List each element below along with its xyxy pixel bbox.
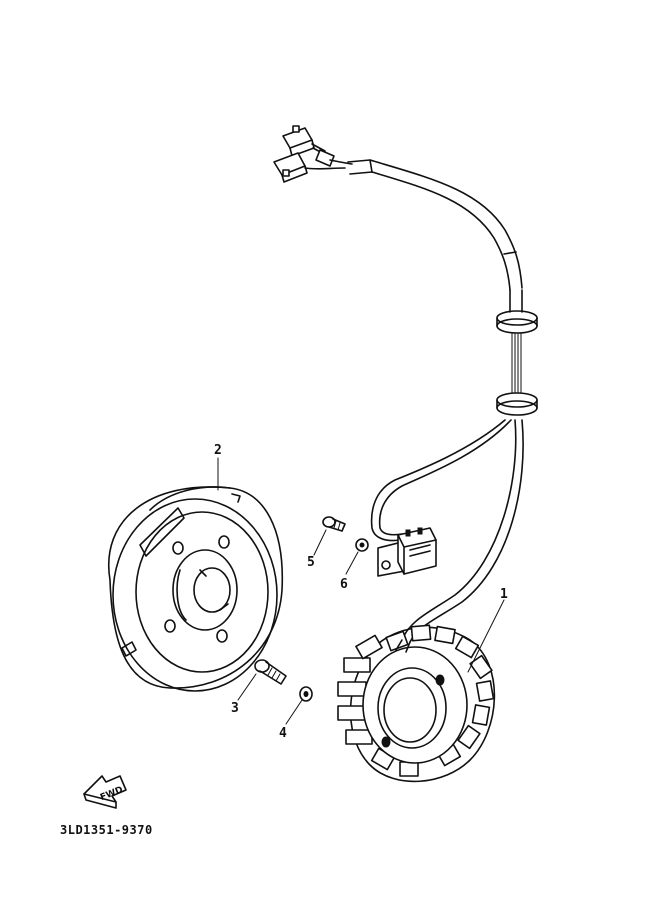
drawing-code: 3LD1351-9370 [60, 823, 153, 837]
callout-6: 6 [340, 577, 348, 592]
washer-6 [355, 538, 369, 552]
connector-lower [273, 149, 335, 183]
callout-1: 1 [500, 587, 508, 602]
callout-3: 3 [231, 701, 239, 716]
fwd-arrow-icon: FWD [83, 775, 127, 809]
washer-4 [299, 686, 313, 702]
stator-assembly [337, 624, 496, 783]
rotor-flywheel [107, 486, 284, 692]
wiring-harness [273, 125, 538, 643]
leader-lines [217, 457, 505, 725]
callout-5: 5 [307, 555, 315, 570]
bolt-3 [254, 659, 287, 685]
wire-grommet-upper [496, 289, 538, 334]
callout-2: 2 [214, 443, 222, 458]
wire-grommet-lower [496, 392, 538, 416]
connector-upper [282, 125, 327, 157]
callout-4: 4 [279, 726, 287, 741]
screw-5 [322, 516, 346, 532]
pickup-coil [377, 527, 437, 577]
